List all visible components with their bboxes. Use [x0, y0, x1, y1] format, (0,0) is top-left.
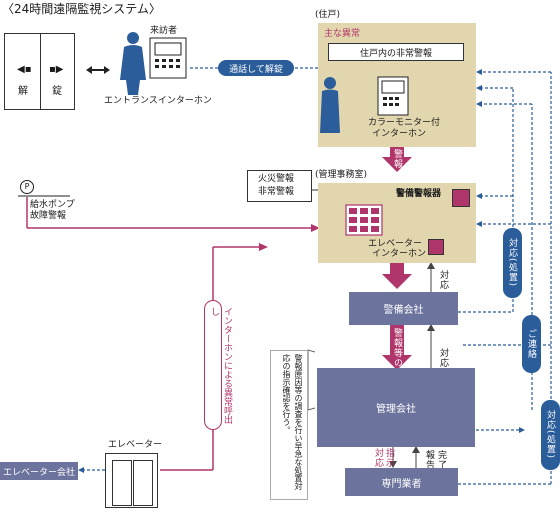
office-box: 警備警報器 エレベーター インターホン [318, 183, 476, 263]
pump-label-2: 故障警報 [30, 211, 67, 221]
office-header: (管理事務室) [315, 170, 368, 180]
monitor-label-1: カラーモニター付 [368, 118, 441, 128]
visitor-icon [120, 32, 146, 95]
residence-alarm-label: 住戸内の非常警報 [359, 48, 432, 59]
emergency-alarm-label: 非常警報 [258, 187, 295, 197]
residence-header: (住戸) [315, 10, 341, 20]
intercom-call-label: インターホンによる異常呼出し [209, 307, 232, 424]
note-box: 警報原因等の調査を行い早急な処置対応の指示確認を行う。 [270, 350, 308, 500]
management-company-label: 管理会社 [376, 404, 416, 415]
arrow-left-icon: ◀▪ [17, 64, 32, 75]
response-pill-1: 対応(処置) [503, 228, 522, 298]
fire-alarm-label: 火災警報 [258, 174, 295, 184]
entrance-intercom-icon [149, 37, 187, 79]
call-unlock-pill: 通話して解錠 [218, 60, 294, 76]
elevator-label: エレベーター [108, 440, 163, 450]
entrance-intercom-label: エントランスインターホン [104, 96, 212, 106]
main-anomaly-label: 主な異常 [324, 29, 361, 39]
monitor-label-2: インターホン [372, 129, 427, 139]
arrow-right-icon: ▪▶ [49, 64, 64, 75]
page-title: 〈24時間遠隔監視システム〉 [2, 2, 161, 16]
elevator-box [105, 453, 158, 508]
entrance-door: ◀▪ ▪▶ 解 錠 [4, 33, 75, 110]
response-pill-2: 対応(処置) [541, 400, 560, 470]
specialist-box: 専門業者 [345, 468, 458, 496]
elevator-intercom-label-2: インターホン [372, 249, 427, 259]
monitor-intercom-icon [377, 76, 409, 116]
alarm-arrow-label: 警報 [392, 149, 402, 169]
management-company-box: 管理会社 [317, 368, 475, 447]
elevator-company-label: エレベーター会社 [2, 467, 75, 478]
specialist-label: 専門業者 [381, 478, 422, 490]
report-label: 報告 [424, 450, 434, 470]
security-company-box: 警備会社 [349, 292, 458, 325]
pump-label-1: 給水ポンプ [30, 200, 75, 210]
response-label: 対応 [438, 270, 448, 290]
alarm-panel-label: 警備警報器 [396, 189, 442, 199]
alarm-contact-label: 警報等の連絡 [392, 328, 402, 388]
door-unlock-label: 解 [18, 86, 28, 97]
alarm-grid-icon [345, 204, 383, 236]
security-company-label: 警備会社 [383, 305, 424, 316]
contact-pill: ご連絡 [522, 315, 541, 373]
instruct-label: 指示 [384, 448, 394, 468]
alarm-panel-indicator [452, 189, 470, 207]
elevator-company-box: エレベーター会社 [0, 462, 78, 480]
elevator-intercom-indicator [428, 239, 444, 255]
elevator-intercom-label-1: エレベーター [368, 239, 423, 249]
door-lock-label: 錠 [52, 86, 62, 97]
residence-box: 主な異常 住戸内の非常警報 カラーモニター付 インターホン [318, 23, 476, 147]
complete-label: 完了の [436, 450, 446, 480]
residence-alarm-box: 住戸内の非常警報 [328, 43, 464, 61]
intercom-call-box: インターホンによる異常呼出し [204, 300, 232, 430]
fire-alarm-box: 火災警報 非常警報 [247, 170, 312, 202]
pump-symbol: P [20, 180, 34, 194]
resident-icon [320, 76, 409, 133]
response-to-label: 対応を [373, 448, 383, 478]
visitor-label: 来訪者 [150, 26, 178, 36]
note-text: 警報原因等の調査を行い早急な処置対応の指示確認を行う。 [282, 354, 303, 490]
